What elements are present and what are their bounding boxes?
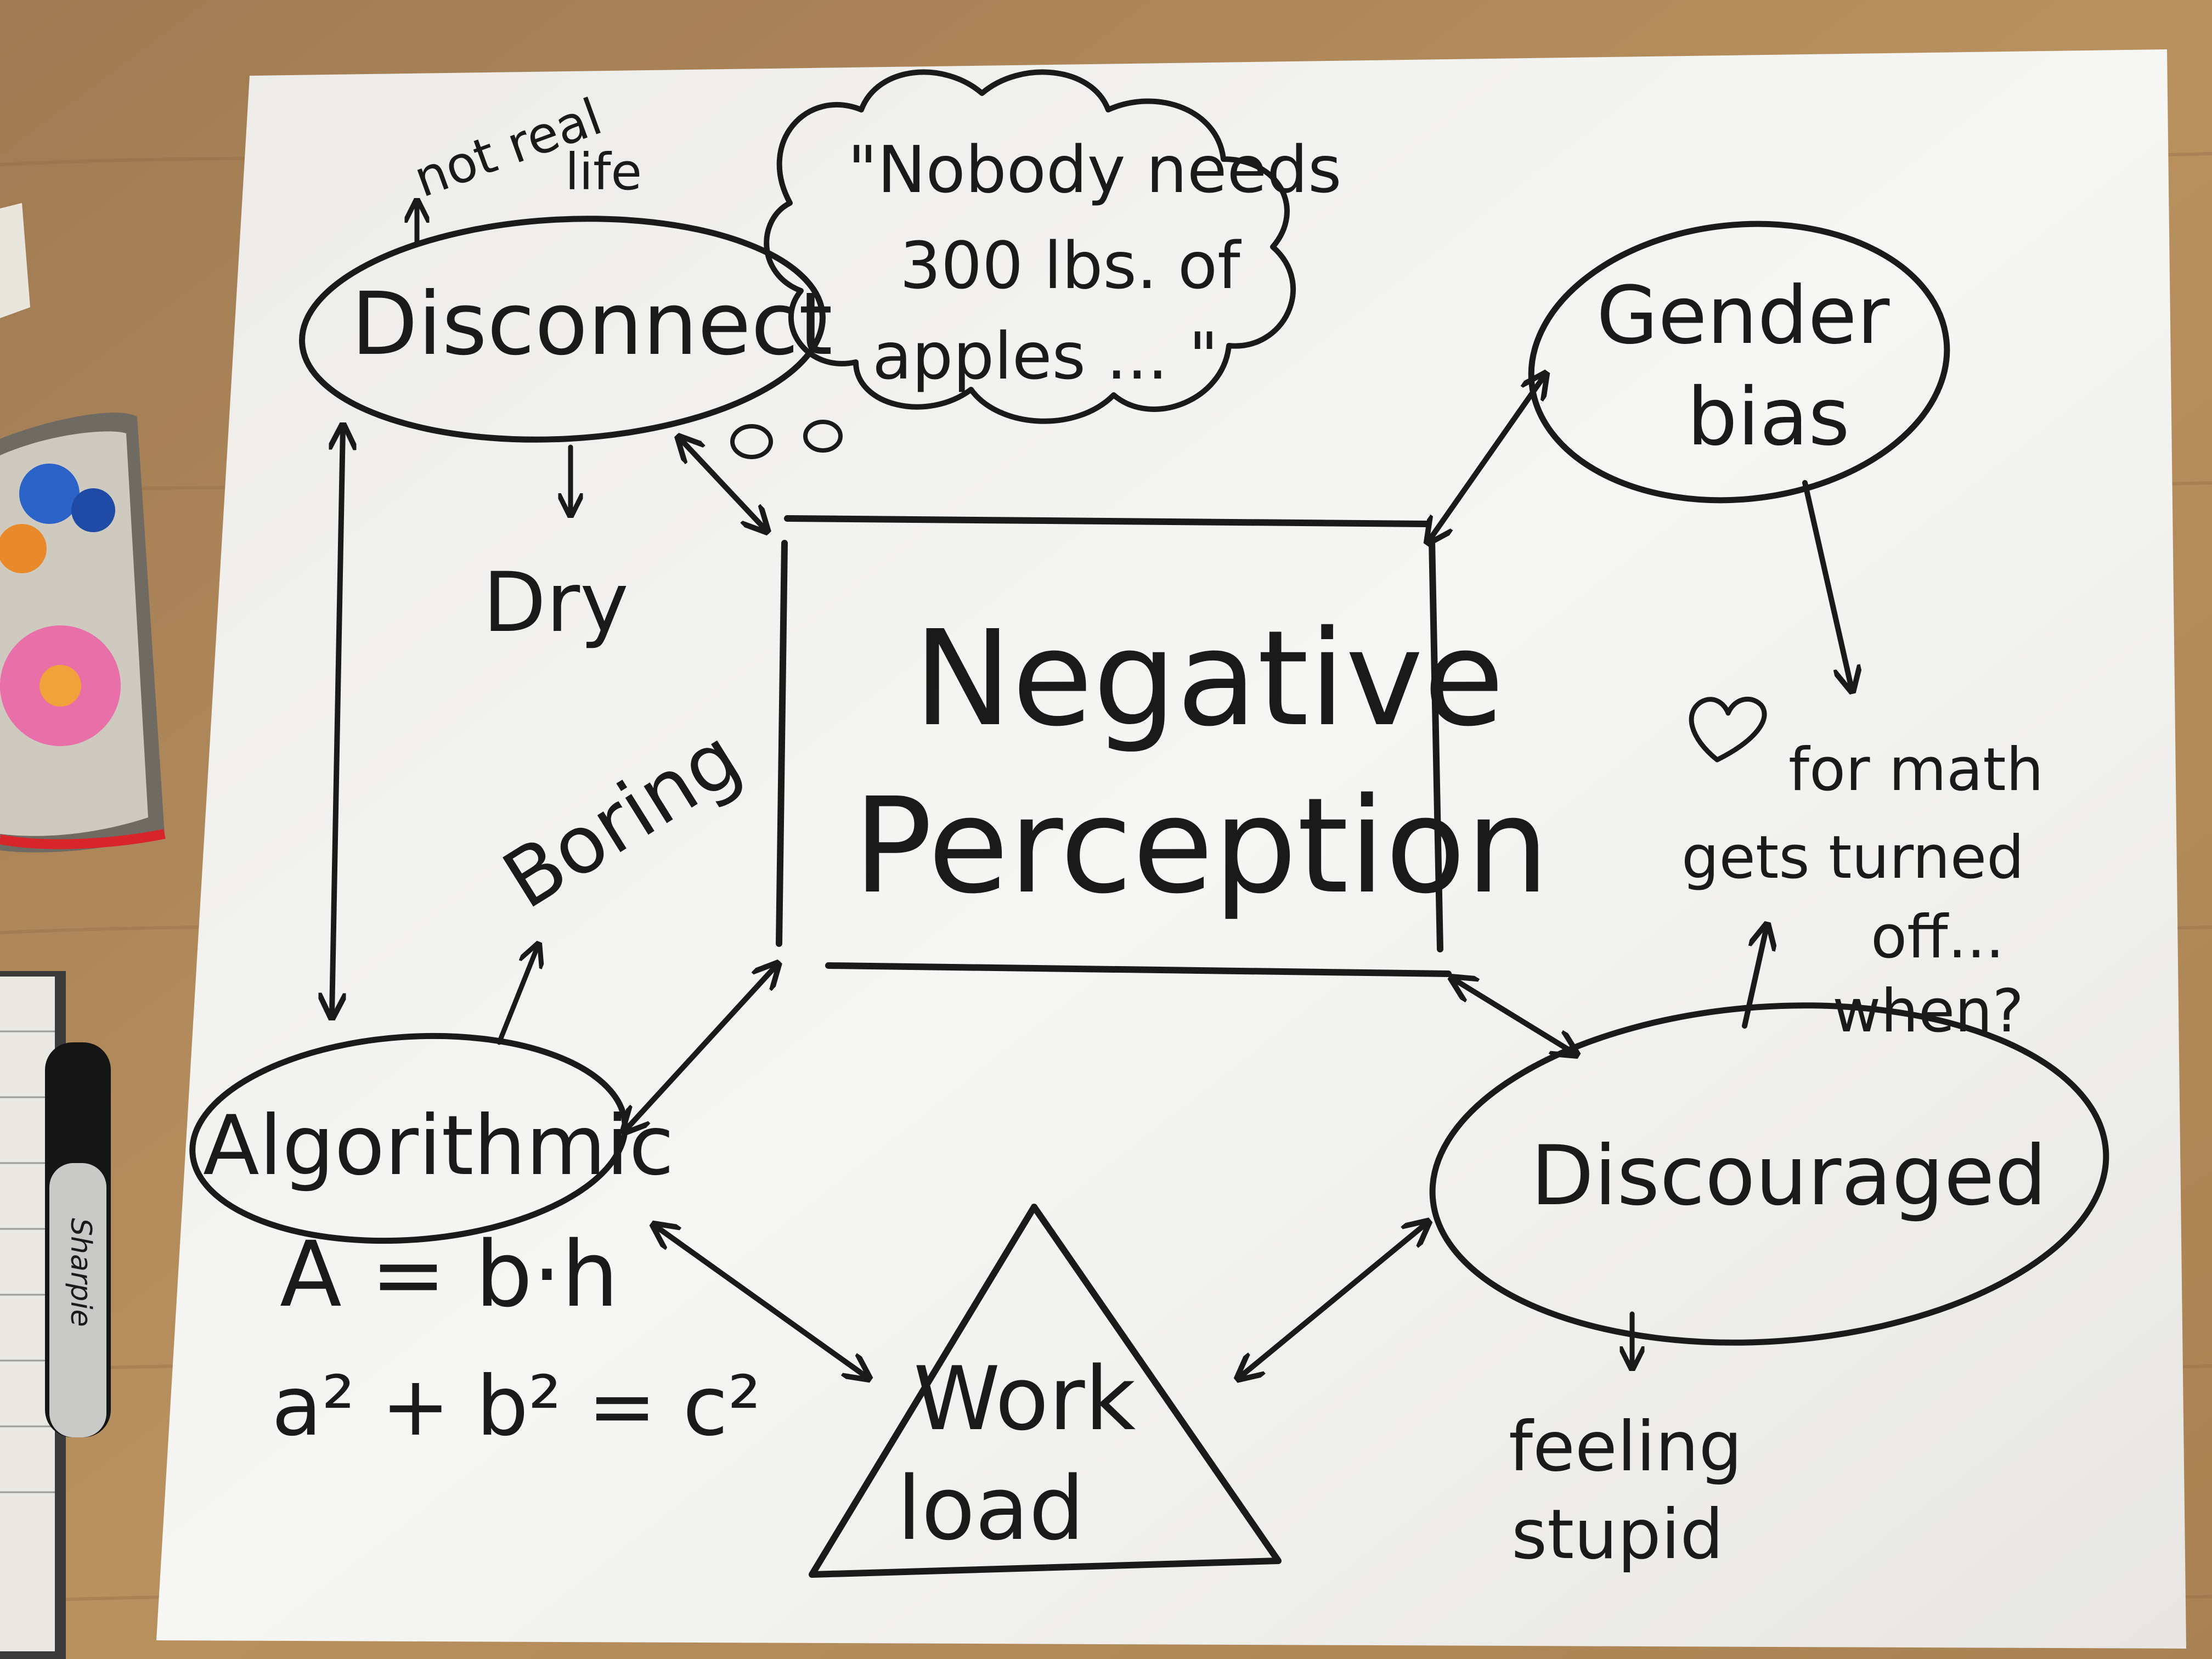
feeling-stupid-line1: feeling — [1509, 1407, 1742, 1487]
arrow-algorithmic-center — [625, 966, 776, 1130]
workload-line1: Work — [913, 1347, 1136, 1450]
arrow-disconnect-center — [680, 439, 765, 529]
marker-brand-label: Sharpie — [64, 1218, 97, 1327]
coin-pouch — [0, 413, 166, 853]
connector-arrows — [332, 376, 1575, 1377]
gender-bias-line2: bias — [1687, 371, 1850, 464]
quote-cloud — [764, 69, 1296, 424]
love-note-line3: off... — [1871, 903, 2004, 972]
gender-down-arrow — [1802, 480, 1852, 689]
arrow-discouraged-workload — [1240, 1223, 1426, 1377]
arrow-disconnect-algorithmic — [332, 428, 343, 1015]
love-note-line1: for math — [1788, 736, 2044, 804]
quote-line1: "Nobody needs — [848, 132, 1341, 207]
sharpie-marker: Sharpie — [45, 1042, 111, 1437]
paper-scrap — [0, 203, 30, 318]
arrow-center-discouraged — [1454, 979, 1575, 1053]
center-box — [776, 515, 1452, 977]
formula-area: A = b·h — [280, 1222, 619, 1327]
boring-arrow — [496, 946, 538, 1045]
center-title-line1: Negative — [913, 602, 1504, 755]
formula-pythagorean: a² + b² = c² — [272, 1359, 761, 1454]
arrow-center-gender — [1429, 376, 1544, 540]
discouraged-node — [1429, 1002, 2109, 1346]
discouraged-up-arrow — [1742, 927, 1767, 1029]
disconnect-node — [299, 216, 826, 443]
disconnect-label: Disconnect — [351, 274, 833, 375]
quote-line2: 300 lbs. of — [900, 228, 1242, 303]
quote-line3: apples ... " — [872, 318, 1218, 394]
center-title-line2: Perception — [853, 769, 1549, 923]
workload-line2: load — [897, 1457, 1085, 1560]
thought-bubble-medium — [803, 420, 843, 453]
dry-label: Dry — [483, 555, 629, 651]
workload-node — [809, 1204, 1282, 1578]
heart-icon — [1689, 696, 1767, 763]
arrow-algorithmic-workload — [656, 1226, 867, 1377]
disconnect-note-line2: life — [565, 143, 642, 201]
algorithmic-label: Algorithmic — [203, 1098, 674, 1194]
love-note-line2: gets turned — [1681, 823, 2024, 892]
gender-bias-line1: Gender — [1596, 269, 1890, 362]
discouraged-label: Discouraged — [1531, 1128, 2047, 1224]
feeling-stupid-line2: stupid — [1511, 1495, 1724, 1575]
